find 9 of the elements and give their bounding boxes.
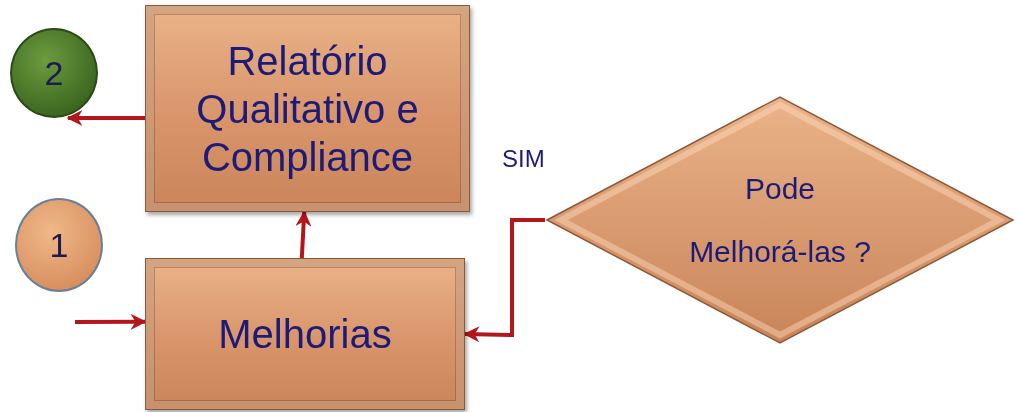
arrow [66, 110, 145, 126]
arrow [463, 218, 545, 343]
decision-diamond: Pode Melhorá-las ? [545, 95, 1015, 345]
arrow [75, 313, 147, 330]
process-box: Melhorias [145, 258, 465, 410]
step-number-circle: 2 [10, 28, 98, 118]
arrow [295, 210, 312, 259]
process-box: Relatório Qualitativo e Compliance [145, 5, 470, 212]
step-number-circle: 1 [15, 198, 103, 292]
